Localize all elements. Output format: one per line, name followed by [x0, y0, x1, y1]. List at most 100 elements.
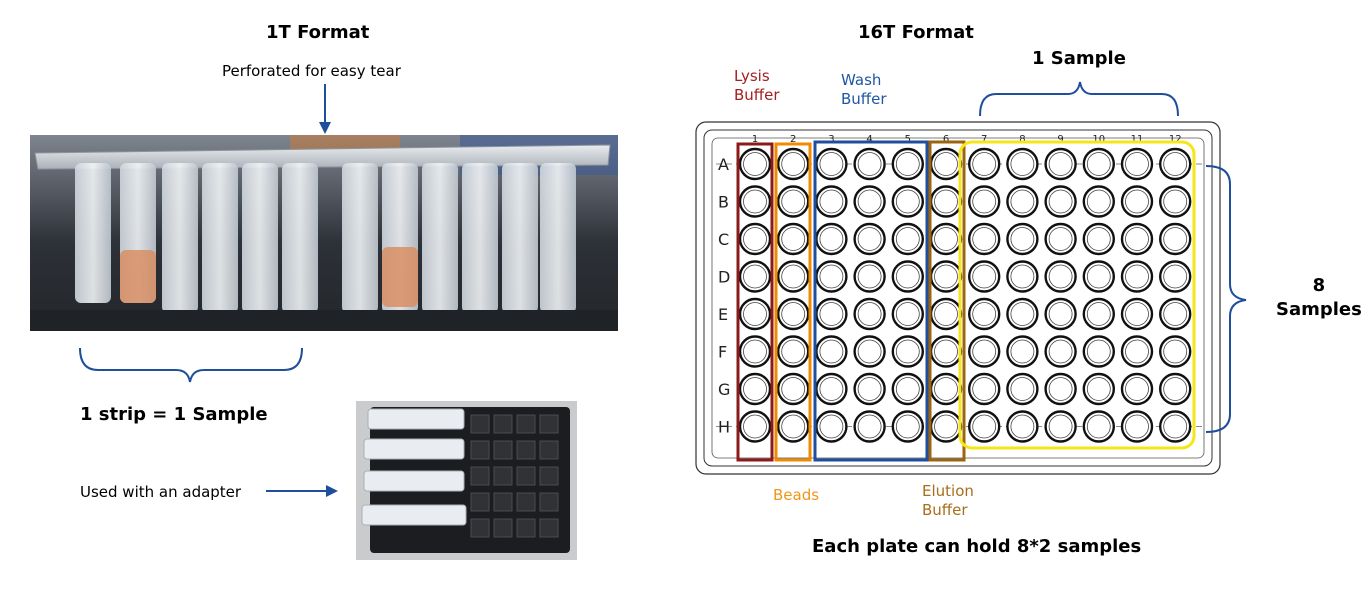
column-label: 11 [1131, 134, 1144, 145]
row-label: D [718, 268, 730, 287]
well-inner-ring [857, 339, 882, 364]
well [891, 185, 925, 218]
column-label: 8 [1019, 134, 1025, 145]
well-inner-ring [1125, 264, 1149, 289]
well-inner-ring [857, 264, 882, 289]
well [1159, 222, 1192, 256]
well [1082, 147, 1115, 181]
well [853, 147, 886, 181]
column-label: 2 [790, 134, 796, 145]
well [853, 260, 886, 293]
well-inner-ring [819, 339, 844, 364]
well [1044, 410, 1077, 443]
well [738, 297, 772, 331]
well [853, 185, 886, 218]
well-inner-ring [743, 227, 767, 251]
well-inner-ring [895, 264, 920, 289]
well-inner-ring [743, 152, 767, 176]
well [1006, 222, 1039, 256]
column-label: 1 [752, 134, 758, 145]
plate-capacity-footer: Each plate can hold 8*2 samples [812, 536, 1142, 557]
well [1159, 410, 1192, 443]
well [929, 410, 963, 443]
elution-buffer-label: Elution Buffer [922, 482, 974, 519]
column-label: 9 [1057, 134, 1063, 145]
well-inner-ring [743, 302, 767, 326]
well [929, 185, 963, 218]
well [853, 222, 886, 256]
well-inner-ring [895, 152, 920, 176]
well [1120, 147, 1154, 181]
well [968, 410, 1001, 443]
well [1120, 335, 1154, 368]
well [891, 297, 925, 331]
well [929, 222, 963, 256]
well [853, 410, 886, 443]
well [891, 222, 925, 256]
well [1082, 335, 1115, 368]
well-inner-ring [1086, 414, 1111, 439]
well [738, 185, 772, 218]
well [1044, 222, 1077, 256]
row-label: H [718, 418, 730, 437]
well-inner-ring [972, 189, 997, 214]
well [815, 297, 848, 331]
well [1159, 147, 1192, 181]
well-inner-ring [781, 152, 806, 176]
well-inner-ring [819, 264, 844, 289]
well-inner-ring [1010, 227, 1035, 251]
well [1120, 410, 1154, 443]
well-inner-ring [819, 302, 844, 326]
well [738, 222, 772, 256]
column-label: 6 [943, 134, 949, 145]
well-inner-ring [972, 302, 997, 326]
well-inner-ring [1125, 414, 1149, 439]
well [815, 335, 848, 368]
well [853, 335, 886, 368]
well [1082, 410, 1115, 443]
well [1044, 335, 1077, 368]
well [1159, 260, 1192, 293]
well [1044, 185, 1077, 218]
well-inner-ring [1163, 152, 1188, 176]
column-label: 4 [866, 134, 872, 145]
well-inner-ring [1125, 377, 1149, 401]
eight-samples-note: 8 Samples [1276, 275, 1362, 320]
well [1120, 185, 1154, 218]
well-inner-ring [743, 264, 767, 289]
well [1159, 372, 1192, 406]
well [1082, 372, 1115, 406]
well [1120, 222, 1154, 256]
well [815, 147, 848, 181]
well-inner-ring [934, 264, 958, 289]
well-inner-ring [781, 414, 806, 439]
wash-buffer-box [813, 140, 929, 462]
well-inner-ring [743, 189, 767, 214]
well-inner-ring [1086, 377, 1111, 401]
well-inner-ring [819, 152, 844, 176]
well [891, 410, 925, 443]
well-inner-ring [934, 414, 958, 439]
well [815, 185, 848, 218]
well [1044, 297, 1077, 331]
well-inner-ring [934, 152, 958, 176]
well-inner-ring [1125, 152, 1149, 176]
well [968, 260, 1001, 293]
beads-box [774, 142, 812, 462]
well [968, 335, 1001, 368]
well-inner-ring [1048, 339, 1073, 364]
well-inner-ring [781, 302, 806, 326]
well [891, 372, 925, 406]
perforation-arrow [319, 84, 331, 134]
well-inner-ring [1163, 414, 1188, 439]
well [1159, 297, 1192, 331]
well-inner-ring [1086, 302, 1111, 326]
adapter-illustration [356, 401, 577, 560]
well-inner-ring [934, 302, 958, 326]
well-inner-ring [1010, 414, 1035, 439]
well [1006, 185, 1039, 218]
well-inner-ring [1010, 302, 1035, 326]
well [1082, 297, 1115, 331]
lysis-buffer-box [736, 142, 774, 462]
